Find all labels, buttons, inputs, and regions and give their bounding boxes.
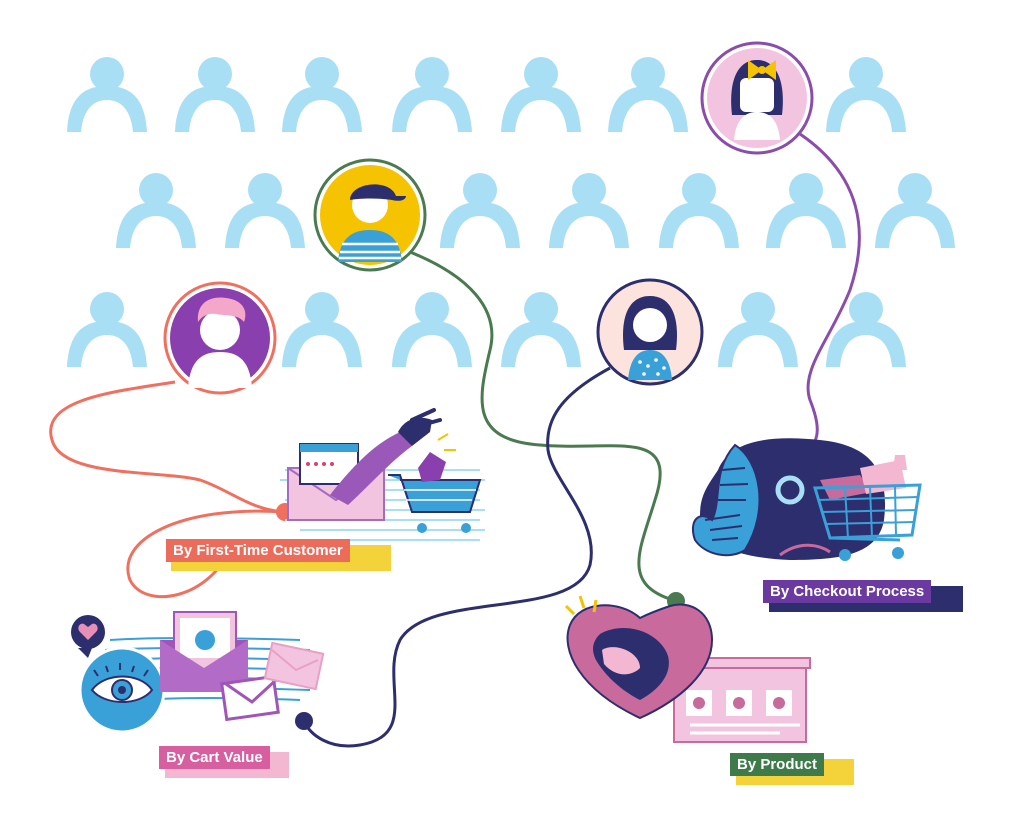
customer-avatar-yellow <box>313 158 427 272</box>
product-illustration <box>564 595 811 743</box>
checkout-process-illustration <box>692 438 922 561</box>
first-time-customer-illustration <box>280 408 485 541</box>
label-first-time-customer: By First-Time Customer <box>166 539 350 562</box>
person-icon <box>659 173 739 248</box>
label-checkout-process: By Checkout Process <box>763 580 932 603</box>
envelope-icon <box>263 641 325 691</box>
person-icon <box>392 292 472 367</box>
person-icon <box>440 173 520 248</box>
customer-avatar-purple <box>163 281 277 395</box>
envelope-icon <box>160 611 248 692</box>
shopping-cart-icon <box>388 474 482 533</box>
person-icon <box>225 173 305 248</box>
cart-value-illustration <box>71 611 325 734</box>
person-icon <box>608 57 688 132</box>
navy-line-dot <box>295 712 313 730</box>
person-icon <box>766 173 846 248</box>
person-icon <box>67 57 147 132</box>
green-connector-line <box>404 248 677 603</box>
person-icon <box>392 57 472 132</box>
shopping-cart-icon <box>813 483 922 561</box>
person-icon <box>116 173 196 248</box>
heart-icon <box>71 615 105 658</box>
person-icon <box>501 57 581 132</box>
person-icon <box>501 292 581 367</box>
label-by-product: By Product <box>730 753 825 776</box>
coral-connector-line <box>49 380 286 599</box>
person-icon <box>875 173 955 248</box>
person-icon <box>282 57 362 132</box>
eye-icon <box>78 646 166 734</box>
purple-connector-line <box>799 132 861 452</box>
person-icon <box>549 173 629 248</box>
person-icon <box>282 292 362 367</box>
customer-avatar-navy <box>596 278 704 386</box>
person-icon <box>826 292 906 367</box>
person-icon <box>67 292 147 367</box>
hand-arm <box>330 432 412 505</box>
person-icon <box>718 292 798 367</box>
navy-connector-line <box>302 366 611 748</box>
person-icon <box>826 57 906 132</box>
label-cart-value: By Cart Value <box>159 746 270 769</box>
person-icon <box>175 57 255 132</box>
customer-avatar-pink <box>700 41 814 155</box>
envelope-icon <box>220 674 280 722</box>
